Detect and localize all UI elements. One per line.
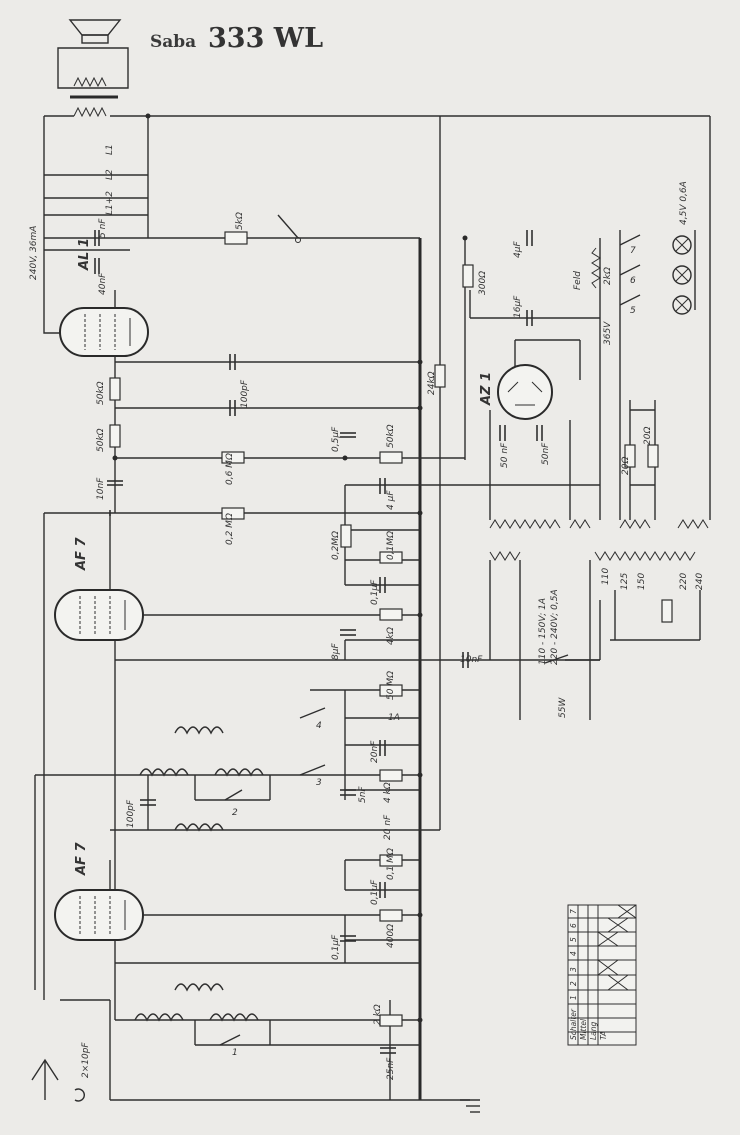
label-r-50k-a: 50kΩ (96, 381, 106, 405)
table-row-ta: TA (599, 1031, 608, 1040)
table-col-4: 4 (569, 951, 578, 956)
label-c-4uf-top: 4μF (513, 241, 523, 258)
label-c-10nf: 10nF (96, 477, 106, 500)
label-r-20-a: 20Ω (621, 457, 631, 475)
capacitors (94, 230, 543, 1054)
label-r-400: 400Ω (386, 924, 396, 948)
table-col-1: 1 (569, 995, 578, 1000)
table-row-lang: Lang (589, 1021, 598, 1040)
label-al1: AL 1 (77, 238, 92, 271)
tube-az1 (497, 364, 553, 420)
label-tap-3: 150 (637, 573, 647, 590)
label-c-10nf-b: 10nF (460, 655, 483, 665)
wave-switches (112, 113, 641, 1046)
label-r-300: 300Ω (478, 271, 488, 295)
label-r-0-1m: 0,1MΩ (386, 531, 396, 560)
label-r-20-b: 20Ω (643, 427, 653, 445)
wiring (34, 115, 711, 1101)
table-row-mittel: Mittel (579, 1018, 588, 1040)
label-c-20nf: 20nF (370, 740, 380, 763)
label-tap-5: 240 (695, 573, 705, 590)
label-c-100pf-b: 100pF (126, 799, 136, 828)
label-sw-3: 3 (316, 778, 322, 788)
switch-table: Schalter Mittel Lang TA 1 2 3 4 5 6 7 (567, 904, 637, 1046)
label-r-50k-b: 50kΩ (96, 428, 106, 452)
tube-af7-top (54, 589, 144, 641)
label-l2: L2 (105, 169, 115, 180)
label-sw-6: 6 (630, 276, 636, 286)
label-c-0-1uf: 0,1μF (370, 579, 380, 605)
label-c-50nf-a: 50 nF (500, 442, 510, 468)
label-feld-r: 2kΩ (603, 267, 613, 285)
table-col-5: 5 (569, 937, 578, 942)
label-c-100pf: 100pF (240, 379, 250, 408)
label-r-0-2m-b: 0,2MΩ (331, 531, 341, 560)
label-c-40nf: 40nF (98, 272, 108, 295)
label-fuse: 1A (388, 713, 400, 723)
table-col-3: 3 (569, 967, 578, 972)
label-r-2k: 2 kΩ (373, 1004, 383, 1025)
speaker-symbol (57, 19, 129, 118)
label-c-2x10pf: 2×10pF (81, 1042, 91, 1078)
label-r-0-2m: 0,2 MΩ (225, 513, 235, 545)
table-col-6: 6 (569, 923, 578, 928)
label-az1: AZ 1 (479, 372, 494, 406)
label-c-8uf: 8μF (331, 643, 341, 660)
label-tap-4: 220 (679, 573, 689, 590)
label-lamp: 4,5V 0,6A (679, 181, 689, 225)
coils (134, 519, 709, 1022)
resistors (109, 231, 673, 1027)
brand-title: Saba (150, 32, 196, 52)
label-sw-4: 4 (316, 721, 322, 731)
label-r-50m: 50 MΩ (386, 671, 396, 700)
label-c-50nf-b: 50nF (541, 442, 551, 465)
label-r-5k: 5kΩ (235, 212, 245, 230)
pilot-lamps (672, 235, 692, 315)
label-r-50k-c: 50kΩ (386, 424, 396, 448)
label-mains-a: 110 - 150V; 1A (538, 598, 548, 665)
antenna-ground (31, 1058, 480, 1113)
label-tap-2: 125 (620, 573, 630, 590)
label-r-0-1m-b: 0,1 MΩ (386, 848, 396, 880)
label-sw-7: 7 (630, 246, 636, 256)
label-r-4k-b: 4 kΩ (383, 782, 393, 803)
table-header: Schalter (569, 1008, 578, 1040)
label-l12: L1+2 (105, 191, 115, 215)
table-col-7: 7 (569, 909, 578, 914)
label-c-0-1uf-b: 0,1μF (370, 879, 380, 905)
label-c-16uf: 16μF (513, 295, 523, 318)
component-labels: AL 1 AF 7 AF 7 AZ 1 240V, 36mA 5 nF 40nF… (29, 144, 705, 1080)
label-mains-b: 220 - 240V; 0,5A (550, 589, 560, 665)
label-l1: L1 (105, 144, 115, 155)
tube-al1 (59, 307, 149, 357)
label-feld: Feld (573, 271, 583, 290)
label-plate-current: 240V, 36mA (29, 226, 39, 280)
label-c-20nf-b: 20 nF (383, 814, 393, 840)
table-col-2: 2 (569, 981, 578, 986)
label-r-0-6m: 0,6 MΩ (225, 453, 235, 485)
label-c-25nf: 25nF (386, 1057, 396, 1080)
label-c-5nf-top: 5 nF (98, 218, 108, 238)
label-r-4k: 4kΩ (386, 627, 396, 645)
label-c-0-5uf: 0,5μF (331, 426, 341, 452)
label-af7-bottom: AF 7 (74, 842, 89, 876)
label-c-4uf-mid: 4 μF (386, 490, 396, 510)
label-sw-1: 1 (232, 1048, 238, 1058)
label-tap-1: 110 (601, 568, 611, 585)
label-365v: 365V (603, 321, 613, 345)
label-c-5nf: 5nF (358, 786, 368, 803)
tube-af7-bottom (54, 889, 144, 941)
label-sw-2: 2 (232, 808, 238, 818)
label-c-0-1uf-c: 0,1μF (331, 934, 341, 960)
label-sw-5: 5 (630, 306, 636, 316)
label-power: 55W (558, 697, 568, 718)
model-title: 333 WL (208, 23, 323, 54)
label-r-24k: 24kΩ (427, 371, 437, 395)
label-af7-top: AF 7 (74, 537, 89, 571)
